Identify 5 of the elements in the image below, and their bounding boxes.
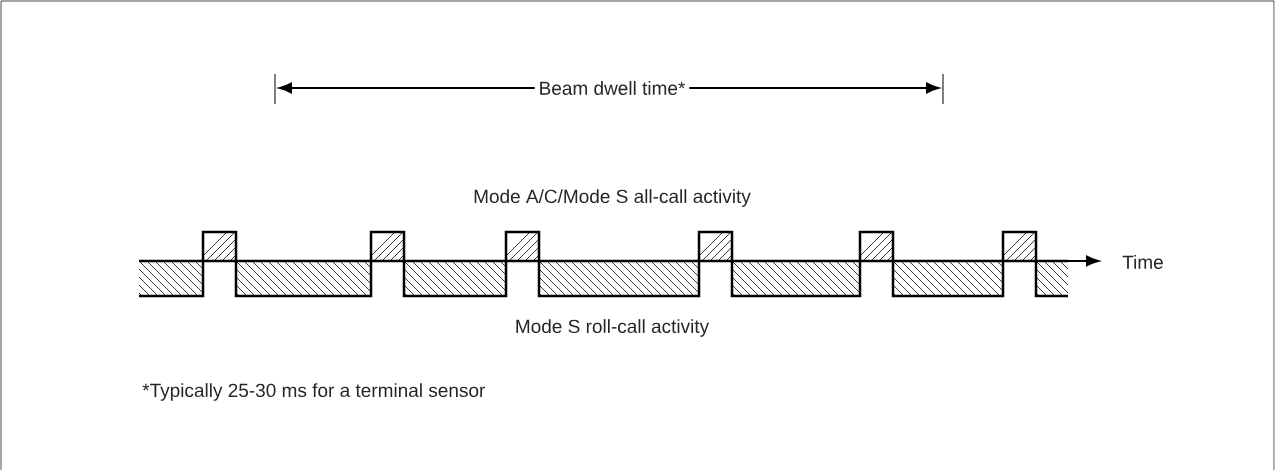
annotation-text: Mode S roll-call activity: [516, 319, 710, 337]
annotation-text: Mode A/C/Mode S all-call activity: [474, 189, 751, 207]
footnote: *Typically 25-30 ms for a terminal sensor: [142, 383, 485, 401]
dimension-label: Beam dwell time*: [534, 77, 690, 99]
axis-label: Time: [1122, 255, 1163, 269]
